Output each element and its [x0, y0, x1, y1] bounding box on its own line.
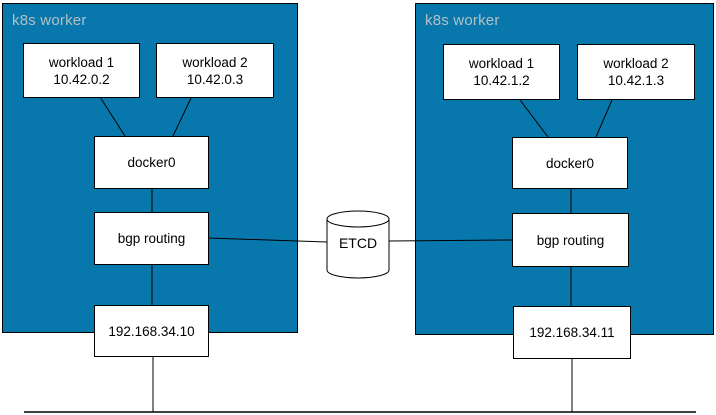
workload-ip: 10.42.1.2 [473, 73, 530, 88]
node-bgp-routing-right: bgp routing [512, 213, 629, 267]
workload-name: workload 1 [48, 54, 115, 70]
node-workload-1-right: workload 1 10.42.1.2 [443, 44, 560, 100]
node-docker0-left: docker0 [94, 136, 209, 189]
node-docker0-right: docker0 [512, 137, 628, 189]
workload-name: workload 2 [603, 56, 669, 71]
workload-ip: 10.42.0.2 [53, 71, 110, 87]
workload-ip: 10.42.1.3 [607, 73, 665, 88]
node-host-ip-left: 192.168.34.10 [94, 305, 209, 357]
node-bgp-routing-left: bgp routing [94, 212, 209, 265]
node-workload-2-left: workload 2 10.42.0.3 [156, 43, 274, 98]
workload-name: workload 2 [182, 54, 248, 70]
worker-group-right-title: k8s worker [425, 12, 500, 29]
node-workload-1-left: workload 1 10.42.0.2 [23, 43, 140, 98]
workload-name: workload 1 [468, 56, 535, 71]
worker-group-left-title: k8s worker [12, 12, 87, 29]
etcd-label: ETCD [338, 235, 378, 251]
node-host-ip-right: 192.168.34.11 [513, 306, 631, 359]
node-workload-2-right: workload 2 10.42.1.3 [577, 44, 695, 100]
workload-ip: 10.42.0.3 [186, 71, 244, 87]
